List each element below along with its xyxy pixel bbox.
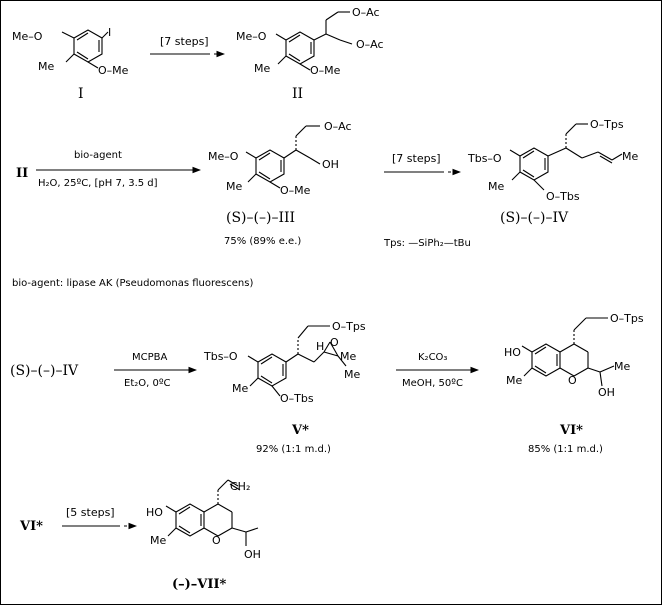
yield-III: 75% (89% e.e.): [224, 236, 301, 247]
sub-me2: Me: [344, 368, 360, 381]
sub-o: O: [568, 374, 577, 387]
compound-III: O–Ac OH Me–O Me O–Me (S)–(–)–III 75% (89…: [208, 120, 352, 247]
sub-me1: Me: [340, 350, 356, 363]
label-I: I: [78, 86, 84, 102]
label-V: V*: [291, 423, 309, 438]
label-III: (S)–(–)–III: [226, 210, 295, 226]
arrow-k2co3-above: K₂CO₃: [418, 352, 447, 363]
arrow-mcpba-below: Et₂O, 0ºC: [124, 378, 171, 389]
sub-tbso: Tbs–O: [203, 350, 238, 363]
compound-VII: CH₂ HO Me O OH (–)–VII*: [146, 479, 261, 592]
sub-oh: OH: [244, 548, 261, 561]
arrow-row1-label: [7 steps]: [160, 35, 209, 48]
sub-oh: OH: [322, 158, 339, 171]
sub-me2: Me: [488, 180, 504, 193]
yield-VI: 85% (1:1 m.d.): [528, 444, 603, 455]
sub-ome: O–Me: [310, 64, 341, 77]
sub-otbs: O–Tbs: [280, 392, 314, 405]
sub-ho: HO: [504, 346, 521, 359]
sub-me: Me: [254, 62, 270, 75]
sub-o: O: [330, 336, 339, 349]
sub-ho: HO: [146, 506, 163, 519]
sub-me: Me: [38, 60, 54, 73]
sub-iodo: I: [108, 26, 111, 39]
sub-ome-bot: O–Me: [98, 64, 129, 77]
compound-II: O–Ac O–Ac Me–O Me O–Me II: [236, 6, 384, 102]
sub-tbso: Tbs–O: [467, 152, 502, 165]
bio-agent-note: bio-agent: lipase AK (Pseudomonas fluore…: [12, 278, 253, 289]
row4-reactant-VI: VI*: [19, 519, 43, 534]
sub-me1: Me: [622, 150, 638, 163]
sub-oac: O–Ac: [324, 120, 352, 133]
sub-otps: O–Tps: [332, 320, 366, 333]
sub-ome: O–Me: [280, 184, 311, 197]
sub-oac1: O–Ac: [352, 6, 380, 19]
label-IV: (S)–(–)–IV: [500, 210, 569, 226]
compound-VI: O–Tps HO Me Me O OH VI* 85% (1:1 m.d.): [504, 312, 644, 455]
label-VI: VI*: [559, 423, 583, 438]
sub-me1: Me: [150, 534, 166, 547]
sub-oac2: O–Ac: [356, 38, 384, 51]
sub-otbs: O–Tbs: [546, 190, 580, 203]
sub-ome-top: Me–O: [12, 30, 43, 43]
arrow-row2-steps-label: [7 steps]: [392, 152, 441, 165]
yield-V: 92% (1:1 m.d.): [256, 444, 331, 455]
arrow-k2co3-below: MeOH, 50ºC: [402, 378, 463, 389]
compound-I: Me–O I Me O–Me I: [12, 26, 129, 102]
sub-otps: O–Tps: [610, 312, 644, 325]
arrow-row4-steps: [5 steps]: [62, 506, 138, 530]
label-II: II: [292, 86, 303, 102]
arrow-bio-above: bio-agent: [74, 150, 122, 161]
sub-me: Me: [226, 180, 242, 193]
sub-me3: Me: [232, 382, 248, 395]
arrow-row3-k2co3: K₂CO₃ MeOH, 50ºC: [396, 352, 480, 389]
arrow-mcpba-above: MCPBA: [132, 352, 168, 363]
sub-me2: Me: [614, 360, 630, 373]
sub-h: H: [316, 340, 324, 353]
arrow-row4-label: [5 steps]: [66, 506, 115, 519]
row2-reactant-II: II: [16, 166, 28, 181]
sub-oh: OH: [598, 386, 615, 399]
arrow-row3-mcpba: MCPBA Et₂O, 0ºC: [114, 352, 198, 389]
compound-V: O–Tps Tbs–O H O Me Me Me O–Tbs V* 92% (1…: [203, 320, 366, 455]
tps-definition: Tps: —SiPh₂—tBu: [383, 238, 471, 249]
sub-vinyl: CH₂: [230, 480, 250, 493]
sub-otps: O–Tps: [590, 118, 624, 131]
arrow-row1: [7 steps]: [150, 35, 226, 58]
sub-meo: Me–O: [236, 30, 267, 43]
sub-meo: Me–O: [208, 150, 239, 163]
sub-me1: Me: [506, 374, 522, 387]
arrow-row2-steps: [7 steps]: [384, 152, 462, 176]
row3-reactant-IV: (S)–(–)–IV: [10, 363, 79, 379]
sub-o: O: [212, 534, 221, 547]
arrow-bio-below: H₂O, 25ºC, [pH 7, 3.5 d]: [38, 178, 158, 189]
label-VII: (–)–VII*: [172, 577, 227, 592]
arrow-row2-bio: bio-agent H₂O, 25ºC, [pH 7, 3.5 d]: [36, 150, 202, 189]
compound-IV: O–Tps Tbs–O Me Me O–Tbs (S)–(–)–IV: [467, 118, 638, 226]
